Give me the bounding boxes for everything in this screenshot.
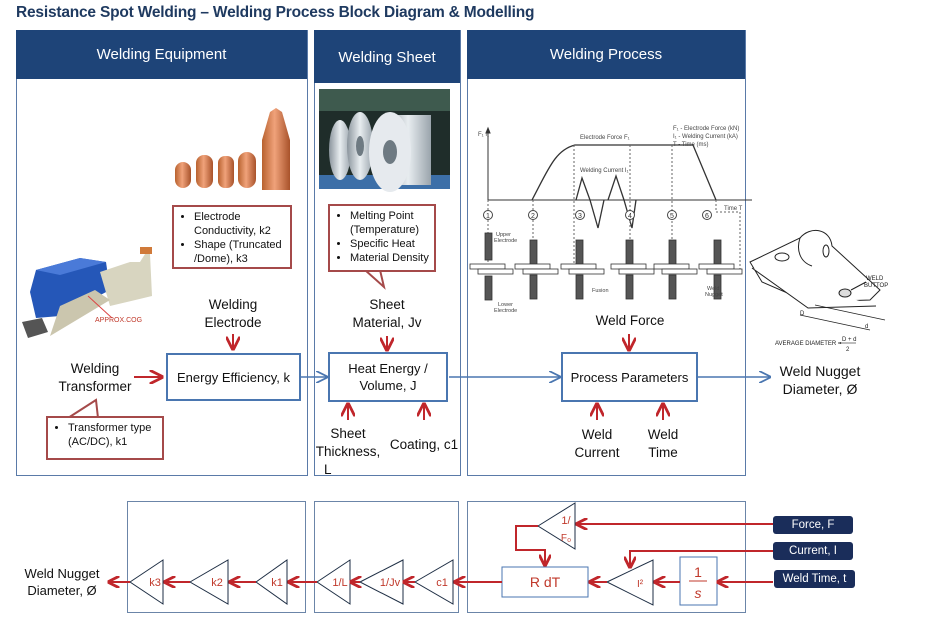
panel-header-process: Welding Process (467, 30, 745, 79)
gain-I-squared-label: I² (637, 579, 644, 590)
svg-text:1: 1 (486, 213, 490, 220)
svg-text:Electrode: Electrode (494, 308, 517, 314)
gain-k1-label: k1 (271, 577, 283, 589)
page-title: Resistance Spot Welding – Welding Proces… (16, 4, 535, 21)
sheet-material-label: Sheet Material, Jv (352, 297, 422, 330)
heat-energy-block[interactable]: Heat Energy / Volume, J (328, 352, 448, 402)
svg-text:BUTTOP: BUTTOP (864, 283, 888, 289)
callout-item: Transformer type (AC/DC), k1 (68, 421, 158, 449)
gain-k2-label: k2 (211, 577, 223, 589)
callout-item: Melting Point (Temperature) (350, 209, 430, 237)
svg-text:Electrode: Electrode (494, 238, 517, 244)
gain-k2 (189, 559, 229, 605)
svg-text:Welding Current I₁: Welding Current I₁ (580, 168, 629, 174)
input-current[interactable]: Current, I (773, 542, 853, 560)
svg-text:2: 2 (846, 347, 850, 353)
callout-item: Specific Heat (350, 237, 430, 251)
material-callout-tail (364, 269, 386, 290)
input-force[interactable]: Force, F (773, 516, 853, 534)
svg-text:Time T: Time T (724, 206, 743, 212)
top-red-arrows (134, 334, 663, 420)
svg-text:Lower: Lower (498, 302, 513, 308)
svg-text:WELD: WELD (866, 276, 884, 282)
svg-text:1: 1 (694, 564, 702, 580)
callout-item: Shape (Truncated /Dome), k3 (194, 238, 286, 266)
welding-gun-image (22, 247, 152, 338)
svg-text:F₁ - Electrode Force (kN): F₁ - Electrode Force (kN) (673, 126, 739, 132)
model-diagram: k3 k2 k1 1/L 1/Jv c1 1/ F₀ I² R dT 1 s (0, 502, 773, 606)
svg-text:Nugget: Nugget (705, 292, 723, 298)
weld-current-label: Weld Current (574, 427, 620, 460)
electrode-callout: Electrode Conductivity, k2 Shape (Trunca… (172, 205, 292, 269)
svg-text:D + d: D + d (842, 337, 857, 343)
process-parameters-block[interactable]: Process Parameters (561, 352, 698, 402)
transformer-callout: Transformer type (AC/DC), k1 (46, 416, 164, 460)
welding-electrode-label: Welding Electrode (204, 297, 262, 330)
svg-text:D: D (800, 311, 805, 317)
weld-time-label: Weld Time (647, 427, 679, 460)
cog-label: APPROX.COG (95, 317, 142, 324)
svg-text:3: 3 (578, 213, 582, 220)
gain-k3 (129, 559, 164, 605)
gain-k1 (255, 559, 288, 605)
gain-c1 (414, 559, 454, 605)
process-graph-labels: F₁ I₁ Electrode Force F₁ Welding Current… (478, 126, 743, 212)
process-timing-graph (485, 126, 752, 270)
weld-nugget-output-label: Weld Nugget Diameter, Ø (779, 363, 861, 397)
gain-I-squared (605, 559, 654, 606)
top-diagram-graphics: APPROX.COG F₁ I₁ Electrode Force F₁ W (22, 89, 888, 420)
svg-text:I₁ - Welding Current (kA): I₁ - Welding Current (kA) (673, 134, 738, 140)
transformer-callout-tail (67, 398, 99, 419)
panel-header-equipment: Welding Equipment (16, 30, 307, 79)
electrode-stages-image (469, 232, 743, 301)
svg-text:Electrode Force F₁: Electrode Force F₁ (580, 135, 630, 141)
svg-text:AVERAGE DIAMETER =: AVERAGE DIAMETER = (775, 341, 842, 347)
svg-text:2: 2 (531, 213, 535, 220)
svg-text:F₁ I₁: F₁ I₁ (478, 132, 489, 138)
svg-text:4: 4 (628, 213, 632, 220)
stage-markers: 1 2 3 4 5 6 (483, 210, 712, 220)
gain-c1-label: c1 (436, 577, 448, 589)
coating-label: Coating, c1 (389, 437, 459, 452)
svg-text:Upper: Upper (496, 232, 511, 238)
svg-text:T - Time (ms): T - Time (ms) (673, 142, 709, 148)
svg-text:Fusion: Fusion (592, 288, 609, 294)
weld-button-image (749, 230, 886, 331)
gain-1-over-F0 (537, 502, 576, 550)
callout-item: Material Density (350, 251, 430, 265)
gain-k3-label: k3 (149, 577, 161, 589)
svg-text:Weld: Weld (707, 286, 719, 292)
model-output-label: Weld Nugget Diameter, Ø (24, 566, 100, 598)
panel-header-sheet: Welding Sheet (314, 30, 460, 83)
gain-1-over-Jv-label: 1/Jv (380, 577, 401, 589)
svg-text:d: d (865, 324, 868, 330)
electrode-caps-image (175, 108, 290, 190)
sheet-thickness-label: Sheet Thickness, L (315, 426, 381, 477)
energy-efficiency-block[interactable]: Energy Efficiency, k (166, 353, 301, 401)
material-callout: Melting Point (Temperature) Specific Hea… (328, 204, 436, 272)
welding-transformer-label: Welding Transformer (58, 361, 132, 394)
svg-text:5: 5 (670, 213, 674, 220)
svg-text:s: s (695, 585, 702, 601)
steel-coils-image (319, 89, 450, 192)
gain-force-label-bottom: F₀ (561, 533, 571, 544)
gain-1-over-L-label: 1/L (332, 577, 347, 589)
input-weld-time[interactable]: Weld Time, t (774, 570, 855, 588)
callout-item: Electrode Conductivity, k2 (194, 210, 286, 238)
rdt-label: R dT (530, 574, 561, 590)
gain-force-label-top: 1/ (561, 515, 571, 527)
svg-text:6: 6 (705, 213, 709, 220)
weld-force-label: Weld Force (595, 313, 665, 328)
